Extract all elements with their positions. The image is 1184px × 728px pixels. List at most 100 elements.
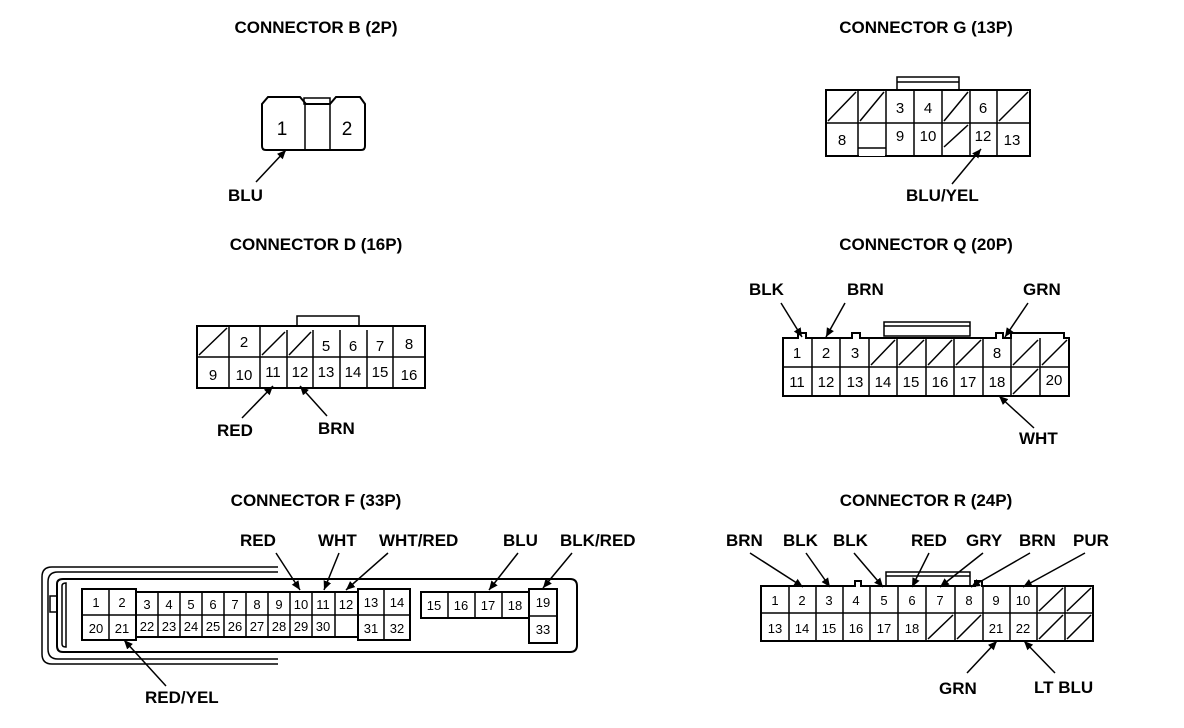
- wire-r-pur: PUR: [1073, 531, 1109, 550]
- pin-q-3: 3: [851, 345, 859, 362]
- pin-r-21: 21: [989, 621, 1003, 636]
- pin-f-2: 2: [118, 595, 125, 610]
- pin-b-2: 2: [342, 119, 353, 140]
- pin-f-25: 25: [206, 619, 220, 634]
- wire-r-brn-2: BRN: [1019, 531, 1056, 550]
- pin-f-27: 27: [250, 619, 264, 634]
- pin-r-5: 5: [880, 593, 887, 608]
- connector-r-title: CONNECTOR R (24P): [840, 491, 1013, 510]
- pin-f-28: 28: [272, 619, 286, 634]
- pin-f-24: 24: [184, 619, 198, 634]
- pin-g-9: 9: [896, 128, 904, 145]
- connector-b: CONNECTOR B (2P) 1 2 BLU: [228, 18, 398, 205]
- pin-g-12: 12: [975, 128, 992, 145]
- pin-r-16: 16: [849, 621, 863, 636]
- connector-f-title: CONNECTOR F (33P): [231, 491, 402, 510]
- wire-f-red: RED: [240, 531, 276, 550]
- pin-f-5: 5: [187, 597, 194, 612]
- pin-d-2: 2: [240, 334, 248, 351]
- pin-r-18: 18: [905, 621, 919, 636]
- pin-g-10: 10: [920, 128, 937, 145]
- wire-r-gry: GRY: [966, 531, 1003, 550]
- wire-q-wht: WHT: [1019, 429, 1058, 448]
- pin-d-5: 5: [322, 338, 330, 355]
- pin-d-15: 15: [372, 364, 389, 381]
- connector-d: CONNECTOR D (16P) 2 5 6 7 8 9 10 11 12 1…: [196, 235, 426, 440]
- pin-q-14: 14: [875, 374, 892, 391]
- pin-r-17: 17: [877, 621, 891, 636]
- wire-d-red: RED: [217, 421, 253, 440]
- pin-r-6: 6: [908, 593, 915, 608]
- pin-d-14: 14: [345, 364, 362, 381]
- pin-f-7: 7: [231, 597, 238, 612]
- pin-f-6: 6: [209, 597, 216, 612]
- pin-d-9: 9: [209, 367, 217, 384]
- pin-f-22: 22: [140, 619, 154, 634]
- wire-q-blk: BLK: [749, 280, 785, 299]
- pin-g-3: 3: [896, 100, 904, 117]
- pin-q-16: 16: [932, 374, 949, 391]
- pin-r-2: 2: [798, 593, 805, 608]
- pin-r-8: 8: [965, 593, 972, 608]
- wire-r-red: RED: [911, 531, 947, 550]
- pin-f-32: 32: [390, 621, 404, 636]
- pin-f-30: 30: [316, 619, 330, 634]
- pin-f-9: 9: [275, 597, 282, 612]
- pin-q-18: 18: [989, 374, 1006, 391]
- pin-f-14: 14: [390, 595, 404, 610]
- wire-r-grn: GRN: [939, 679, 977, 698]
- pin-q-15: 15: [903, 374, 920, 391]
- pin-g-4: 4: [924, 100, 932, 117]
- wire-f-wht-red: WHT/RED: [379, 531, 458, 550]
- pin-r-10: 10: [1016, 593, 1030, 608]
- pin-f-12: 12: [339, 597, 353, 612]
- pin-g-13: 13: [1004, 132, 1021, 149]
- pin-q-13: 13: [847, 374, 864, 391]
- pin-r-13: 13: [768, 621, 782, 636]
- wire-r-blk-2: BLK: [833, 531, 869, 550]
- connector-g-title: CONNECTOR G (13P): [839, 18, 1013, 37]
- pin-d-11: 11: [265, 364, 281, 381]
- pin-g-6: 6: [979, 100, 987, 117]
- pin-r-15: 15: [822, 621, 836, 636]
- pin-g-8: 8: [838, 132, 846, 149]
- connector-q: CONNECTOR Q (20P) 1 2 3 8 11 12 13: [749, 235, 1070, 448]
- pin-f-17: 17: [481, 598, 495, 613]
- pin-q-12: 12: [818, 374, 835, 391]
- pin-r-4: 4: [852, 593, 859, 608]
- pin-f-8: 8: [253, 597, 260, 612]
- connector-b-title: CONNECTOR B (2P): [234, 18, 397, 37]
- pin-q-11: 11: [789, 374, 805, 391]
- pin-f-11: 11: [316, 597, 330, 612]
- pin-d-13: 13: [318, 364, 335, 381]
- connector-f: CONNECTOR F (33P): [41, 491, 636, 707]
- pin-f-1: 1: [92, 595, 99, 610]
- pin-d-12: 12: [292, 364, 309, 381]
- pin-r-22: 22: [1016, 621, 1030, 636]
- pin-d-8: 8: [405, 336, 413, 353]
- pin-f-19: 19: [536, 595, 550, 610]
- pin-f-15: 15: [427, 598, 441, 613]
- wire-b-blu: BLU: [228, 186, 263, 205]
- pin-f-29: 29: [294, 619, 308, 634]
- connector-q-title: CONNECTOR Q (20P): [839, 235, 1013, 254]
- wire-r-blk-1: BLK: [783, 531, 819, 550]
- pin-r-9: 9: [992, 593, 999, 608]
- pin-f-21: 21: [115, 621, 129, 636]
- pin-q-20: 20: [1046, 372, 1063, 389]
- pin-f-10: 10: [294, 597, 308, 612]
- pin-d-10: 10: [236, 367, 253, 384]
- pin-q-1: 1: [793, 345, 801, 362]
- wire-f-wht: WHT: [318, 531, 357, 550]
- pin-r-3: 3: [825, 593, 832, 608]
- pin-f-18: 18: [508, 598, 522, 613]
- pin-f-3: 3: [143, 597, 150, 612]
- connector-r: CONNECTOR R (24P) 1 2 3 4 5 6 7 8 9 10 1…: [726, 491, 1109, 698]
- pin-f-33: 33: [536, 622, 550, 637]
- connector-g: CONNECTOR G (13P) 3 4 6 8 9 10 12 13 BLU…: [825, 18, 1031, 205]
- wire-r-lt-blu: LT BLU: [1034, 678, 1093, 697]
- wire-g-blu-yel: BLU/YEL: [906, 186, 979, 205]
- pin-d-16: 16: [401, 367, 418, 384]
- pin-q-17: 17: [960, 374, 977, 391]
